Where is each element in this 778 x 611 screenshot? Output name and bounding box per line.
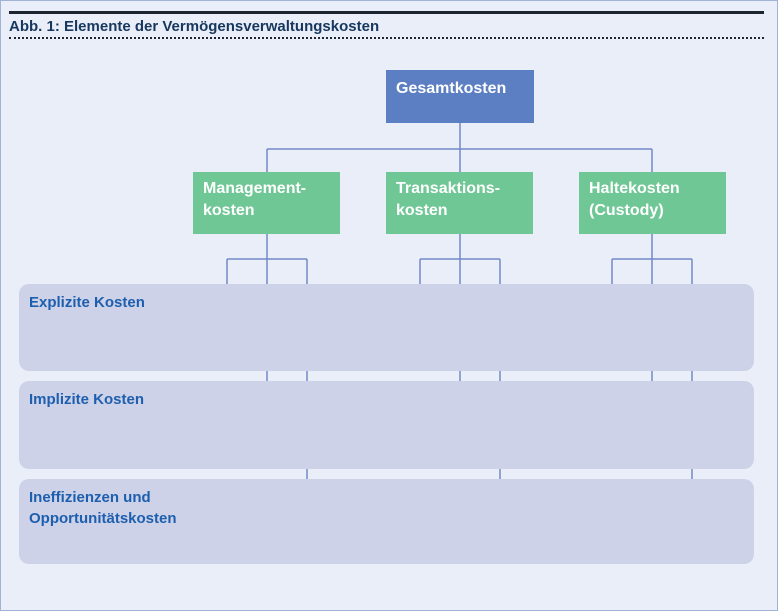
figure-title: Abb. 1: Elemente der Vermögensverwaltung… [9, 18, 380, 35]
node-gesamtkosten: Gesamtkosten [386, 70, 534, 123]
band-implizite-kosten: Implizite Kosten [19, 381, 754, 469]
node-haltekosten: Haltekosten (Custody) [579, 172, 726, 234]
title-dotted-rule [9, 37, 764, 39]
band-ineffizienzen-opportunitaetskosten-label: Ineffizienzen und Opportunitätskosten [29, 489, 177, 527]
node-managementkosten: Management- kosten [193, 172, 340, 234]
node-transaktionskosten: Transaktions- kosten [386, 172, 533, 234]
band-explizite-kosten-label: Explizite Kosten [29, 294, 145, 311]
title-top-rule [9, 11, 764, 14]
band-explizite-kosten: Explizite Kosten [19, 284, 754, 371]
band-implizite-kosten-label: Implizite Kosten [29, 391, 145, 408]
band-ineffizienzen-opportunitaetskosten: Ineffizienzen und Opportunitätskosten [19, 479, 754, 564]
